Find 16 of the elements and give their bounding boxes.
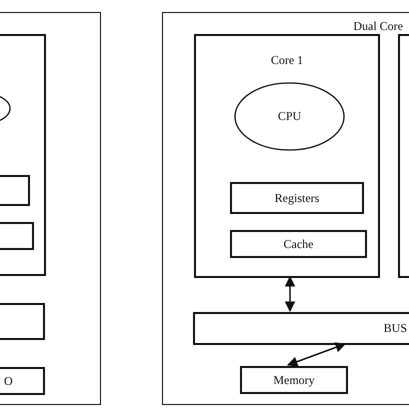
frame-label: Dual Core	[353, 19, 403, 33]
component-label: CPU	[278, 109, 302, 124]
component-box	[230, 182, 364, 214]
component-label: Memory	[273, 372, 315, 388]
component-label: Cache	[284, 236, 314, 252]
diagram-frame	[162, 12, 409, 405]
component-label: O	[4, 374, 13, 388]
core-box	[194, 34, 380, 278]
double-arrow	[284, 276, 296, 312]
core-label: Core 1	[270, 53, 304, 67]
double-arrow	[287, 342, 346, 367]
component-label: Registers	[274, 190, 320, 206]
component-box	[230, 230, 367, 258]
component-box	[240, 366, 348, 394]
component-label: BUS	[384, 321, 407, 336]
bus-box	[193, 312, 409, 345]
